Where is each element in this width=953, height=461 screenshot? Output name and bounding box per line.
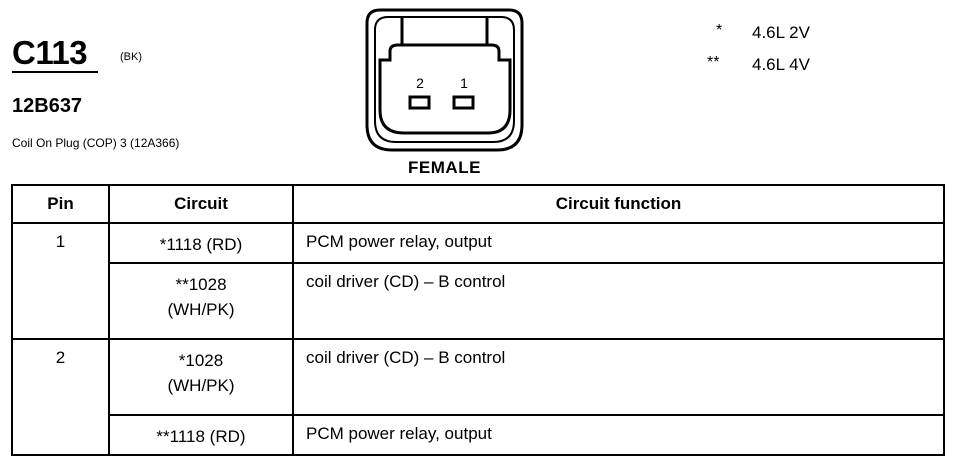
connector-code: C113 xyxy=(12,34,88,71)
circuit-id-line: **1028 xyxy=(175,275,227,294)
circuit-id: *1118 (RD) xyxy=(108,222,294,264)
pin-1-label: 1 xyxy=(460,75,468,91)
legend-1-text: 4.6L 2V xyxy=(752,23,810,42)
circuit-function: PCM power relay, output xyxy=(292,414,945,456)
housing-inner-outline xyxy=(374,16,515,143)
pin-1-cavity xyxy=(452,95,475,110)
circuit-id-line: **1118 (RD) xyxy=(156,427,246,446)
connector-color: (BK) xyxy=(120,51,142,63)
connector-face-diagram: 2 1 xyxy=(365,8,524,152)
housing-outline xyxy=(365,8,524,152)
legend-1-mark: * xyxy=(716,22,723,39)
pin-2-label: 2 xyxy=(416,75,424,91)
table-row: 2 *1028 (WH/PK) coil driver (CD) – B con… xyxy=(11,338,945,456)
circuit-function: coil driver (CD) – B control xyxy=(292,262,945,340)
circuit-color-line: (WH/PK) xyxy=(167,300,235,319)
pin-table: Pin Circuit Circuit function 1 *1118 (RD… xyxy=(11,184,945,456)
circuit-id: **1118 (RD) xyxy=(108,414,294,456)
part-number: 12B637 xyxy=(12,95,83,117)
circuit-id-line: *1118 (RD) xyxy=(159,235,243,254)
circuit-id-line: *1028 xyxy=(178,351,224,370)
legend-2-mark: ** xyxy=(707,54,720,71)
legend-2-text: 4.6L 4V xyxy=(752,55,810,74)
connector-code-underline xyxy=(12,71,98,73)
header-circuit-function: Circuit function xyxy=(292,184,945,224)
locking-tab xyxy=(400,17,489,47)
pin-2-cavity xyxy=(408,95,431,110)
header-circuit: Circuit xyxy=(108,184,294,224)
circuit-id: **1028 (WH/PK) xyxy=(108,262,294,340)
header-pin: Pin xyxy=(11,184,110,224)
latch-body xyxy=(378,43,512,135)
table-row: **1028 (WH/PK) coil driver (CD) – B cont… xyxy=(12,262,945,340)
table-header-row: Pin Circuit Circuit function xyxy=(11,184,945,224)
circuit-color-line: (WH/PK) xyxy=(167,376,235,395)
table-row: **1118 (RD) PCM power relay, output xyxy=(12,414,945,456)
view-label: FEMALE xyxy=(408,158,481,177)
circuit-function: coil driver (CD) – B control xyxy=(292,338,945,416)
circuit-id: *1028 (WH/PK) xyxy=(108,338,294,416)
pin-number: 2 xyxy=(11,338,110,456)
circuit-function: PCM power relay, output xyxy=(292,222,945,264)
pin-number: 1 xyxy=(11,222,110,340)
connector-description: Coil On Plug (COP) 3 (12A366) xyxy=(12,136,180,150)
table-row: 1 *1118 (RD) PCM power relay, output xyxy=(11,222,945,340)
